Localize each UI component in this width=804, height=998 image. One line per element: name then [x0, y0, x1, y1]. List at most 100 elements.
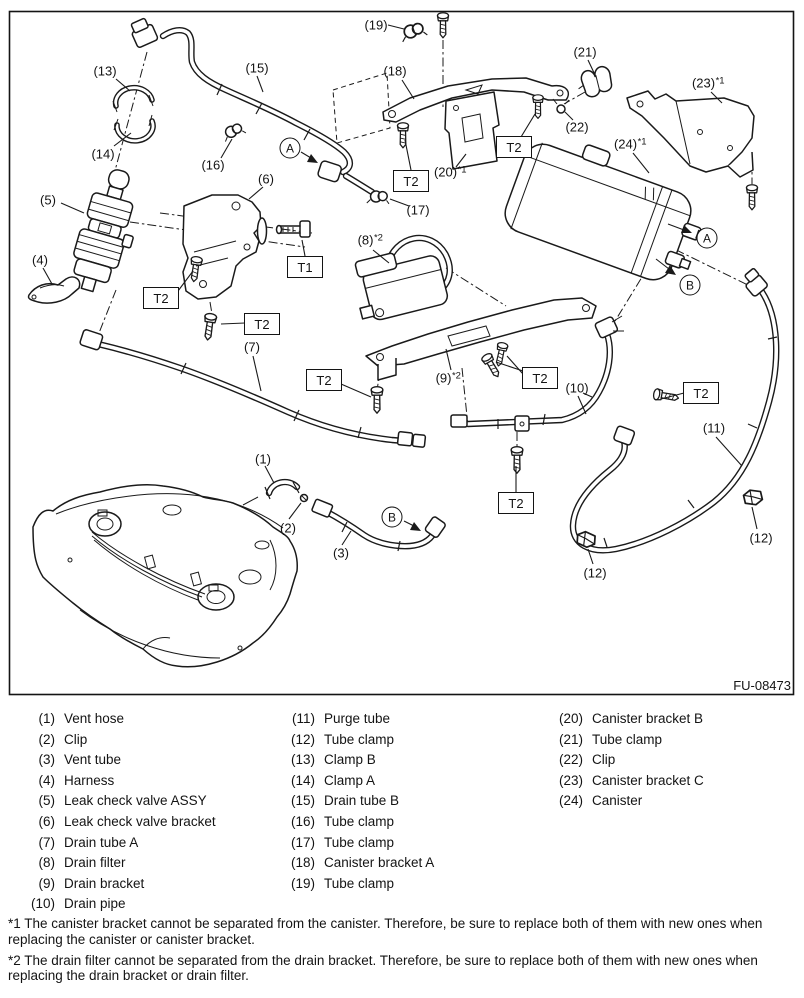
part-number: (20) — [558, 711, 583, 726]
part-name: Leak check valve bracket — [64, 813, 216, 829]
part-number: (1) — [38, 711, 56, 726]
part-row: (16) Tube clamp — [281, 812, 434, 833]
canister-bracket-c — [626, 90, 755, 178]
part-name: Tube clamp — [324, 875, 395, 891]
harness — [27, 276, 81, 304]
callout-14: (14) — [91, 146, 115, 162]
part-number: (10) — [30, 896, 55, 912]
part-name: Drain pipe — [64, 896, 126, 912]
figure-frame — [8, 10, 795, 696]
part-number: (5) — [38, 793, 56, 809]
callout-5: (5) — [40, 192, 56, 208]
torque-box-t2: T2 — [244, 313, 280, 335]
part-row: (18)Canister bracket A — [281, 853, 434, 874]
drain-filter — [354, 234, 453, 321]
part-number: (7) — [38, 834, 56, 850]
vent-tube — [311, 498, 446, 552]
part-number: (11) — [291, 711, 315, 726]
part-number: (8) — [38, 855, 56, 871]
part-name: Tube clamp — [592, 731, 663, 747]
part-row: (6) Leak check valve bracket — [21, 812, 216, 833]
part-number: (4) — [38, 772, 56, 788]
torque-box-t2: T2 — [522, 367, 558, 389]
tube-clamp-21 — [578, 65, 613, 98]
part-row: (13)Clamp B — [281, 750, 434, 771]
part-row: (3)Vent tube — [21, 750, 216, 771]
callout-2: (2) — [280, 520, 296, 536]
leak-check-valve — [73, 169, 134, 293]
part-name: Tube clamp — [324, 834, 395, 850]
callout-17: (17) — [406, 202, 430, 218]
part-row: (21) Tube clamp — [549, 730, 704, 751]
callout-10: (10) — [565, 380, 589, 396]
callout-23: (23)*1 — [691, 75, 725, 91]
part-name: Tube clamp — [324, 813, 395, 829]
torque-box-t2: T2 — [306, 369, 342, 391]
t1-bolt — [275, 220, 311, 238]
part-row: (20) Canister bracket B — [549, 709, 704, 730]
part-number: (24) — [558, 793, 583, 809]
view-circle-b: B — [381, 506, 403, 528]
figure-code: FU-08473 — [733, 678, 791, 693]
part-name: Drain tube B — [324, 793, 400, 809]
part-number: (21) — [558, 731, 583, 747]
part-name: Tube clamp — [324, 731, 395, 747]
part-row: (12) Tube clamp — [281, 730, 434, 751]
part-row: (7) Drain tube A — [21, 833, 216, 854]
part-number: (12) — [290, 731, 315, 747]
callout-20: (20)*1 — [433, 164, 467, 180]
clip-22 — [552, 98, 570, 114]
clamp-b-and-a — [112, 84, 156, 144]
drain-bracket — [365, 297, 597, 381]
leak-check-valve-bracket — [182, 194, 268, 300]
part-row: (22)Clip — [549, 750, 704, 771]
callout-12-right: (12) — [749, 530, 773, 546]
drain-tube-a — [79, 329, 427, 448]
part-row: (4) Harness — [21, 771, 216, 792]
callout-4: (4) — [32, 252, 48, 268]
part-name: Canister bracket B — [592, 711, 704, 726]
callout-7: (7) — [244, 339, 260, 355]
part-number: (15) — [290, 793, 315, 809]
part-name: Clip — [64, 731, 88, 747]
callout-16: (16) — [201, 157, 225, 173]
part-number: (9) — [38, 875, 56, 891]
part-number: (16) — [290, 813, 315, 829]
parts-diagram-artwork — [8, 10, 795, 696]
callout-15: (15) — [245, 60, 269, 76]
part-name: Purge tube — [324, 711, 391, 726]
footnote-2: *2 The drain filter cannot be separated … — [8, 952, 758, 984]
part-row: (19) Tube clamp — [281, 874, 434, 895]
part-name: Drain bracket — [64, 875, 145, 891]
part-row: (2)Clip — [21, 730, 216, 751]
parts-list-column-1: (1) Vent hose (2)Clip (3)Vent tube (4) Har… — [21, 709, 216, 915]
parts-list-column-2: (11) Purge tube (12) Tube clamp (13)Clamp … — [281, 709, 434, 894]
callout-21: (21) — [573, 44, 597, 60]
part-row: (11) Purge tube — [281, 709, 434, 730]
part-name: Harness — [64, 772, 115, 788]
canister-bracket-a — [382, 77, 570, 123]
fuel-tank — [32, 484, 298, 668]
torque-box-t1: T1 — [287, 256, 323, 278]
part-number: (23) — [558, 772, 583, 788]
part-name: Drain tube A — [64, 834, 139, 850]
vent-hose — [242, 478, 309, 506]
view-arrows — [300, 151, 692, 531]
footnote-1: *1 The canister bracket cannot be separa… — [8, 916, 763, 947]
canister — [504, 142, 708, 281]
part-number: (13) — [290, 752, 315, 768]
part-name: Vent hose — [64, 711, 125, 726]
callout-18: (18) — [383, 63, 407, 79]
callout-6: (6) — [258, 171, 274, 187]
drain-pipe — [450, 315, 624, 432]
part-number: (14) — [290, 772, 315, 788]
part-name: Canister bracket C — [592, 772, 704, 788]
part-row: (24)Canister — [549, 791, 704, 812]
view-circle-a: A — [279, 137, 301, 159]
part-row: (5)Leak check valve ASSY — [21, 791, 216, 812]
part-number: (19) — [290, 875, 315, 891]
part-row: (17)Tube clamp — [281, 833, 434, 854]
part-row: (8)Drain filter — [21, 853, 216, 874]
part-number: (6) — [38, 813, 56, 829]
